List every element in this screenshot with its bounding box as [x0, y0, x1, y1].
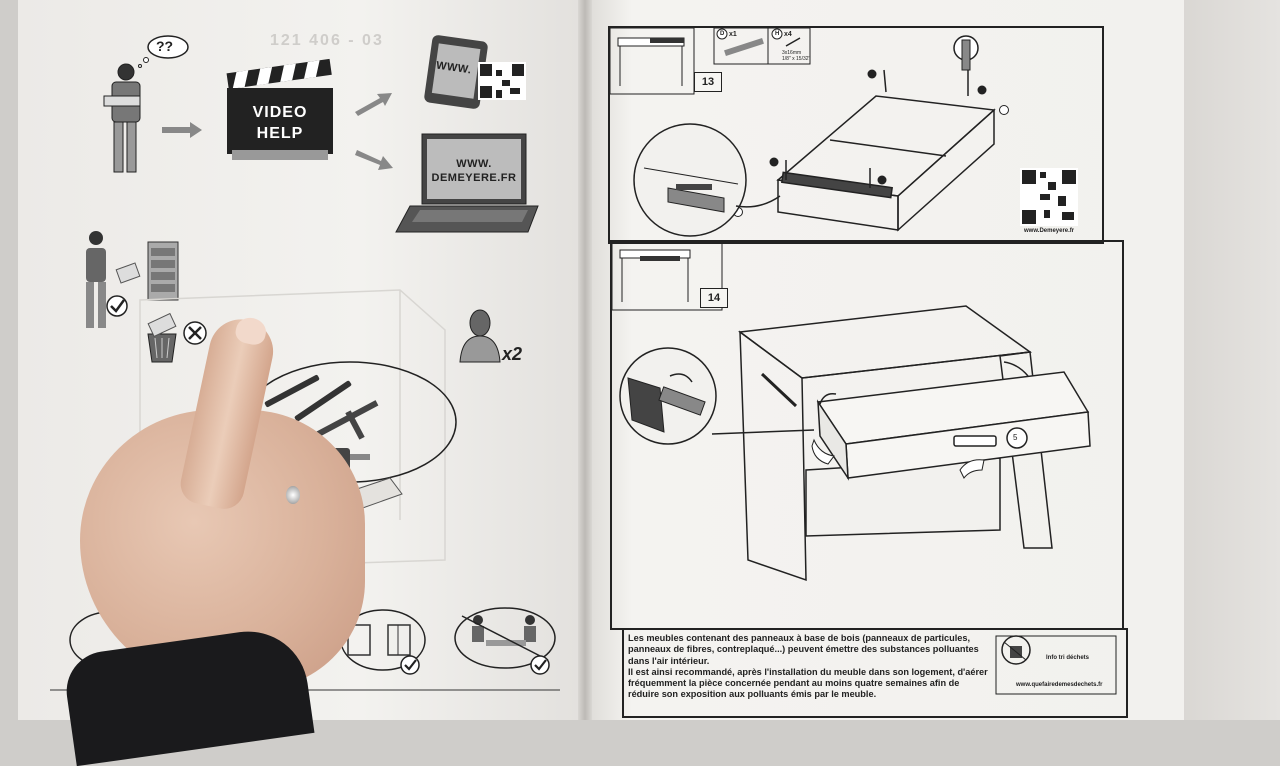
step-13-panel	[608, 26, 1104, 244]
qr-code-icon	[1020, 168, 1078, 226]
drawer-drawing	[816, 371, 1091, 481]
step-13-website: www.Demeyere.fr	[1024, 228, 1075, 234]
recycling-label: Info tri déchets	[1046, 655, 1090, 661]
recycling-info-icon	[995, 635, 1117, 695]
parts-list-box	[713, 27, 811, 65]
helpers-count: x2	[502, 344, 523, 364]
screw-size-mm: 3x16mm	[782, 50, 802, 56]
step-14-thumbnail	[611, 241, 723, 311]
drawer-part-number: 5	[1013, 433, 1018, 442]
screw-size-inch: 1/8" x 15/32"	[782, 56, 811, 62]
notice-panel	[622, 628, 1128, 718]
laptop-screen-line1: WWW.	[456, 158, 492, 170]
hardware-detail-zoom	[633, 123, 781, 237]
right-page-drawings	[609, 27, 1117, 695]
qr-code-icon	[478, 62, 526, 100]
drawer-unit-icon	[147, 241, 179, 301]
step-14-number: 14	[700, 288, 728, 308]
screwdriver-detail-icon	[953, 35, 979, 71]
part-h-letter: H	[775, 31, 780, 37]
waste-bin-icon	[147, 312, 177, 363]
pointing-hand-icons	[811, 438, 985, 479]
thought-bubble	[147, 35, 189, 59]
step-13-thumbnail	[609, 27, 695, 95]
part-h-quantity: x4	[784, 31, 792, 38]
person-reading-instructions-icon	[86, 231, 141, 328]
ring	[286, 486, 300, 504]
photo-scene: 121 406 - 03	[18, 0, 1280, 766]
notice-paragraph-1: Les meubles contenant des panneaux à bas…	[628, 633, 979, 666]
two-helpers-icon	[459, 309, 501, 363]
laptop-icon	[395, 133, 539, 233]
smartphone-icon	[424, 35, 488, 109]
question-marks: ??	[156, 38, 174, 54]
video-help-line2: HELP	[256, 125, 304, 142]
video-help-line1: VIDEO	[252, 104, 308, 121]
drawer-frame-drawing	[776, 95, 996, 232]
video-clapperboard-icon	[226, 58, 333, 160]
manual-spine	[578, 0, 592, 720]
recycling-website: www.quefairedemesdechets.fr	[1016, 682, 1103, 688]
laptop-screen-line2: DEMEYERE.FR	[431, 172, 517, 184]
drawer-runner-detail-zoom	[619, 347, 815, 445]
notice-paragraph-2: Il est ainsi recommandé, après l'install…	[628, 666, 988, 700]
rotation-arrow-icons	[819, 361, 1029, 405]
part-d-quantity: x1	[729, 31, 737, 38]
faded-product-code: 121 406 - 03	[270, 32, 384, 49]
thinking-man-icon	[103, 63, 141, 173]
assemble-on-floor-icon	[454, 607, 556, 669]
part-d-letter: D	[720, 31, 725, 37]
arrow-icons	[162, 93, 393, 170]
indoor-air-notice: Les meubles contenant des panneaux à bas…	[628, 633, 988, 701]
step-13-number: 13	[694, 72, 722, 92]
